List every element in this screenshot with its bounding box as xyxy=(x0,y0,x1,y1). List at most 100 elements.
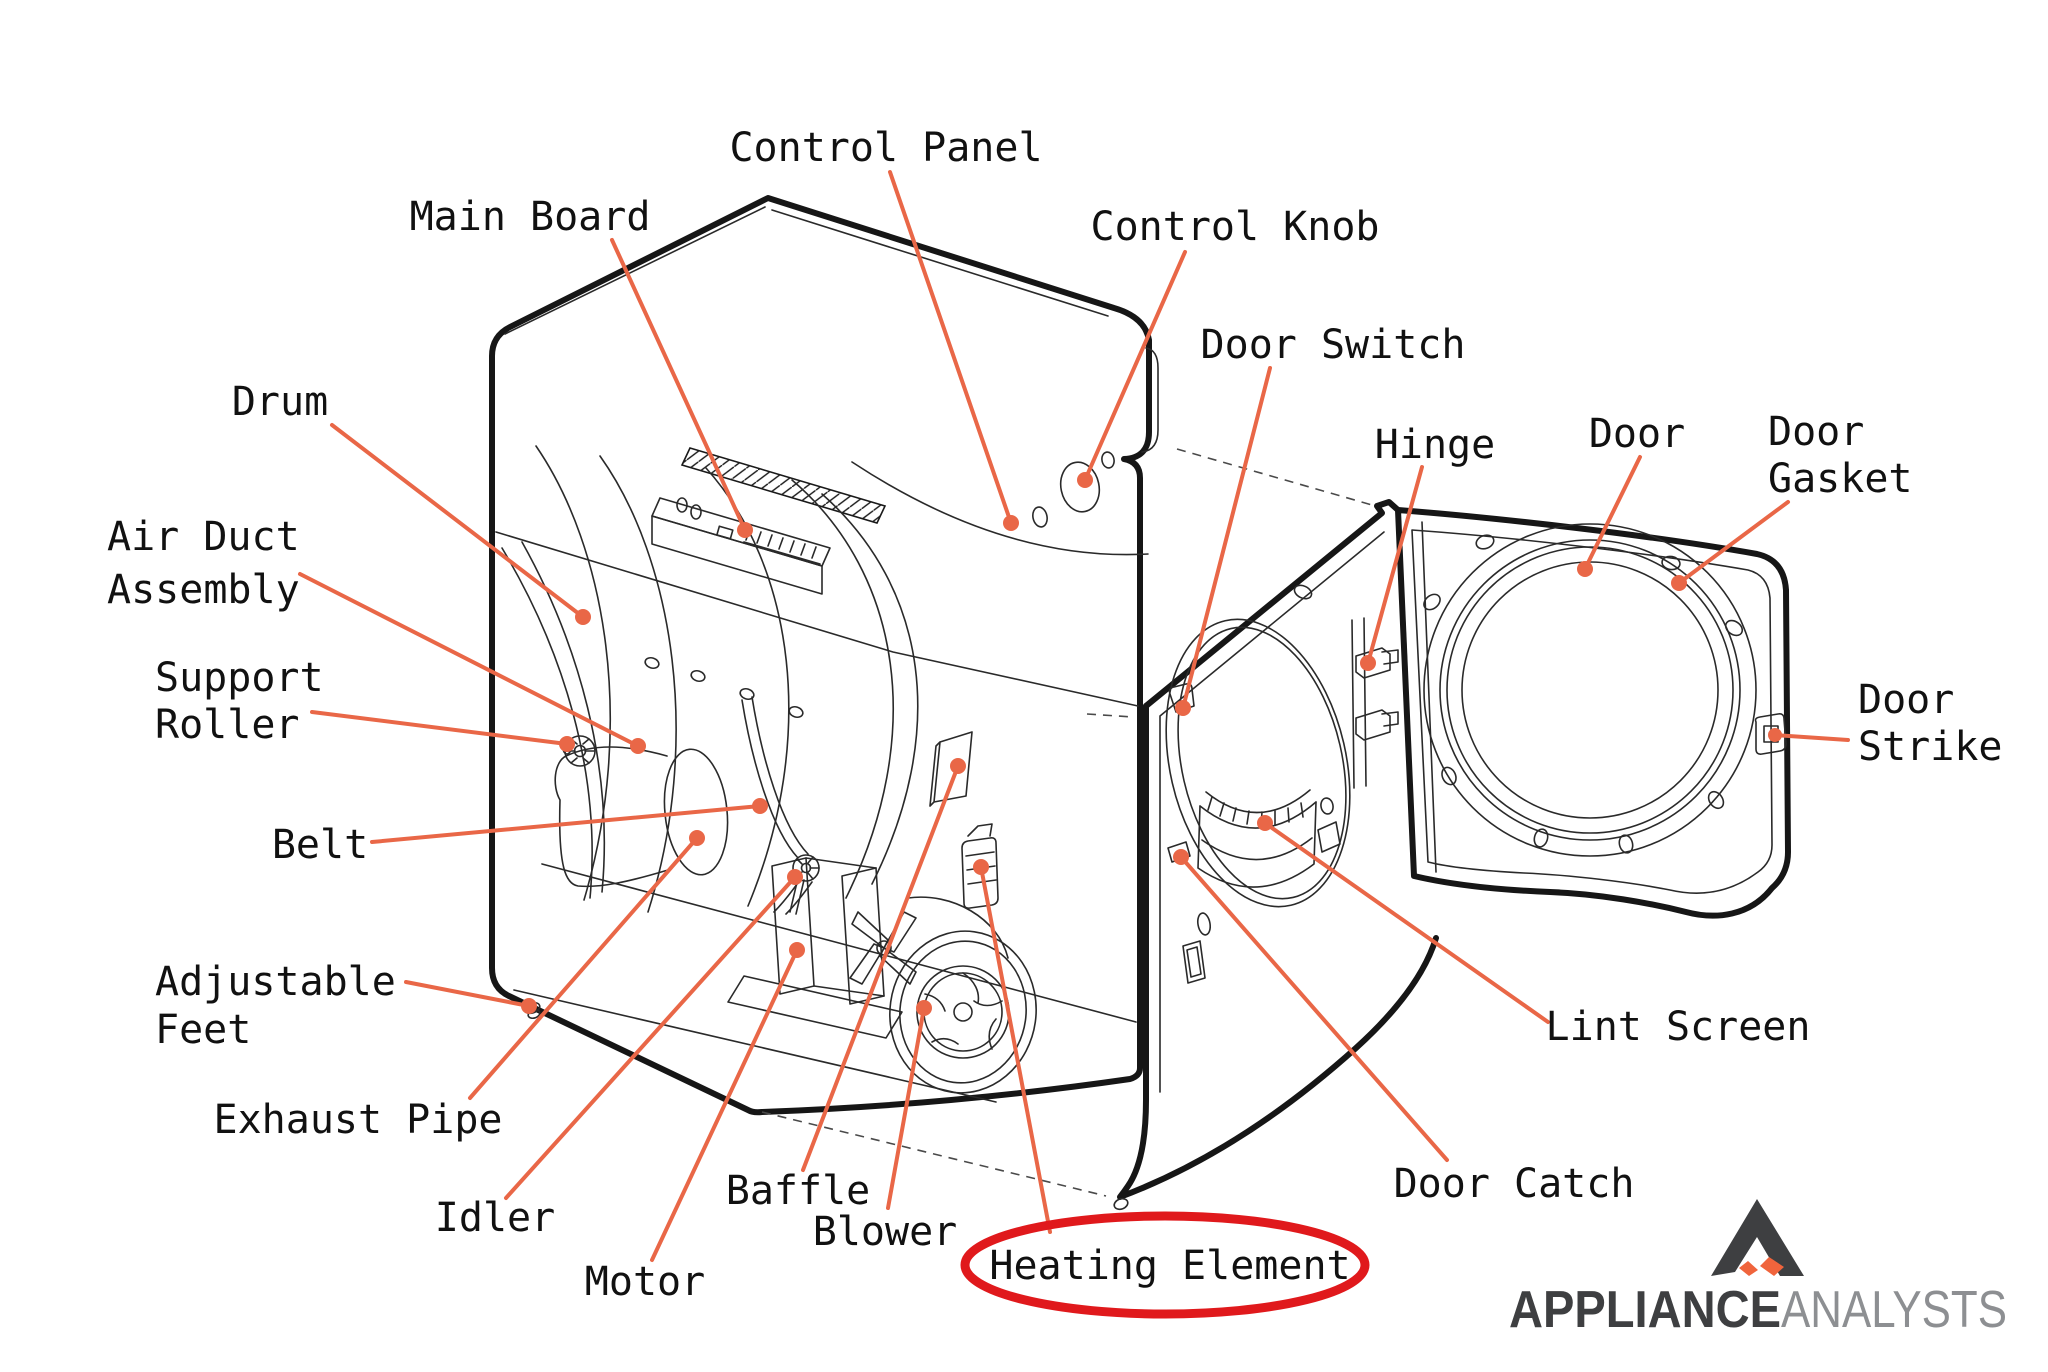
leader-line-door-strike xyxy=(1773,733,1850,742)
panel-hole xyxy=(1196,912,1212,936)
leader-dot-lint-screen xyxy=(1257,815,1273,831)
leader-dot-control-panel xyxy=(1003,515,1019,531)
door-gasket-ring-inner xyxy=(1446,546,1734,834)
exploded-view-dashed-lines xyxy=(761,448,1373,1197)
label-control-panel: Control Panel xyxy=(729,125,1042,171)
label-heating-element: Heating Element xyxy=(989,1243,1350,1289)
leader-dot-door-gasket xyxy=(1671,575,1687,591)
main-board-drawing xyxy=(651,447,887,595)
panel-screw-hole xyxy=(1032,506,1048,528)
door-inner-face xyxy=(1411,529,1773,894)
leader-line-air-duct-assembly xyxy=(298,572,640,748)
leader-dot-main-board xyxy=(737,522,753,538)
label-hinge: Hinge xyxy=(1375,422,1495,468)
leader-dot-drum xyxy=(575,609,591,625)
label-exhaust-pipe: Exhaust Pipe xyxy=(214,1097,503,1143)
panel-opening-inner xyxy=(1177,626,1347,900)
door-edge-thickness xyxy=(1421,521,1437,873)
logo-text-bold: APPLIANCE xyxy=(1509,1281,1781,1339)
highlight-ellipse-layer xyxy=(960,1211,1370,1319)
leader-line-heating-element xyxy=(979,865,1052,1234)
board-capacitor xyxy=(690,504,702,520)
door-catch-drawing xyxy=(1167,841,1191,863)
panel-slot xyxy=(1182,940,1206,984)
label-belt: Belt xyxy=(272,822,368,868)
leader-line-blower xyxy=(886,1006,926,1210)
board-chip xyxy=(716,525,734,540)
leader-line-idler xyxy=(504,875,797,1200)
roof-left-inner-edge xyxy=(504,206,766,335)
leader-line-support-roller xyxy=(310,710,569,746)
door-switch-drawing xyxy=(1168,683,1195,713)
panel-foot xyxy=(1113,1197,1129,1211)
leader-line-adjustable-feet xyxy=(404,980,531,1008)
panel-top-edge xyxy=(1143,499,1401,709)
leader-dot-support-roller xyxy=(559,736,575,752)
panel-hole xyxy=(1320,797,1334,815)
leader-dot-door xyxy=(1577,561,1593,577)
roof-inner-edge xyxy=(771,209,1109,317)
drum-drawing xyxy=(535,445,973,913)
door-drawing xyxy=(1395,507,1791,919)
leader-line-main-board xyxy=(610,238,747,532)
panel-screw-hole xyxy=(1101,451,1115,469)
motor-drawing xyxy=(727,857,903,1039)
label-main-board: Main Board xyxy=(410,194,651,240)
door-window-rim xyxy=(1423,523,1757,857)
door-screw-holes xyxy=(1423,534,1744,854)
panel-opening xyxy=(1165,618,1351,908)
label-door-switch: Door Switch xyxy=(1201,322,1466,368)
leader-dot-control-knob xyxy=(1077,472,1093,488)
leader-dot-belt xyxy=(752,798,768,814)
leader-line-door-gasket xyxy=(1677,500,1790,585)
leader-dot-door-switch xyxy=(1175,700,1191,716)
leader-dot-heating-element xyxy=(973,859,989,875)
panel-diamond-hole xyxy=(1317,821,1341,853)
leader-dot-blower xyxy=(916,1000,932,1016)
leader-line-control-knob xyxy=(1083,250,1187,482)
leader-dot-door-catch xyxy=(1173,849,1189,865)
control-panel-end-cap xyxy=(1141,347,1159,453)
control-panel-drawing xyxy=(851,347,1159,556)
logo-mountain-icon xyxy=(1711,1199,1804,1276)
leader-dot-baffle xyxy=(950,758,966,774)
panel-left-and-skirt-edge xyxy=(1117,703,1439,1200)
label-control-knob: Control Knob xyxy=(1091,204,1380,250)
leader-line-lint-screen xyxy=(1263,821,1550,1024)
label-blower: Blower xyxy=(813,1209,958,1255)
label-idler: Idler xyxy=(435,1195,555,1241)
leader-line-motor xyxy=(650,948,799,1262)
leader-dot-door-strike xyxy=(1768,728,1782,742)
cabinet-floor-lines xyxy=(513,863,1137,1103)
label-lint-screen: Lint Screen xyxy=(1546,1004,1811,1050)
vent-slot-hatch xyxy=(680,447,887,524)
leader-dot-air-duct-assembly xyxy=(630,738,646,754)
label-drum: Drum xyxy=(232,379,328,425)
label-door-catch: Door Catch xyxy=(1394,1161,1635,1207)
leader-line-control-panel xyxy=(888,170,1013,525)
dryer-cabinet-drawing xyxy=(489,195,1159,1116)
heating-element-highlight-ellipse xyxy=(960,1211,1370,1319)
leader-dot-exhaust-pipe xyxy=(689,830,705,846)
logo-text-light: ANALYSTS xyxy=(1781,1281,2007,1339)
leader-line-baffle xyxy=(801,764,960,1172)
leader-line-door-catch xyxy=(1179,855,1449,1162)
leader-dots xyxy=(521,472,1782,1016)
label-motor: Motor xyxy=(585,1259,705,1305)
door-gasket-ring-outer xyxy=(1439,539,1741,841)
leader-line-door xyxy=(1583,455,1642,571)
panel-hole xyxy=(1293,584,1313,600)
leader-line-exhaust-pipe xyxy=(468,836,699,1100)
leader-dot-hinge xyxy=(1360,655,1376,671)
board-capacitor xyxy=(676,497,688,513)
panel-inner-edges xyxy=(1159,531,1385,1093)
cabinet-outline xyxy=(489,195,1152,1116)
door-outline xyxy=(1395,507,1791,919)
leader-dot-idler xyxy=(787,869,803,885)
